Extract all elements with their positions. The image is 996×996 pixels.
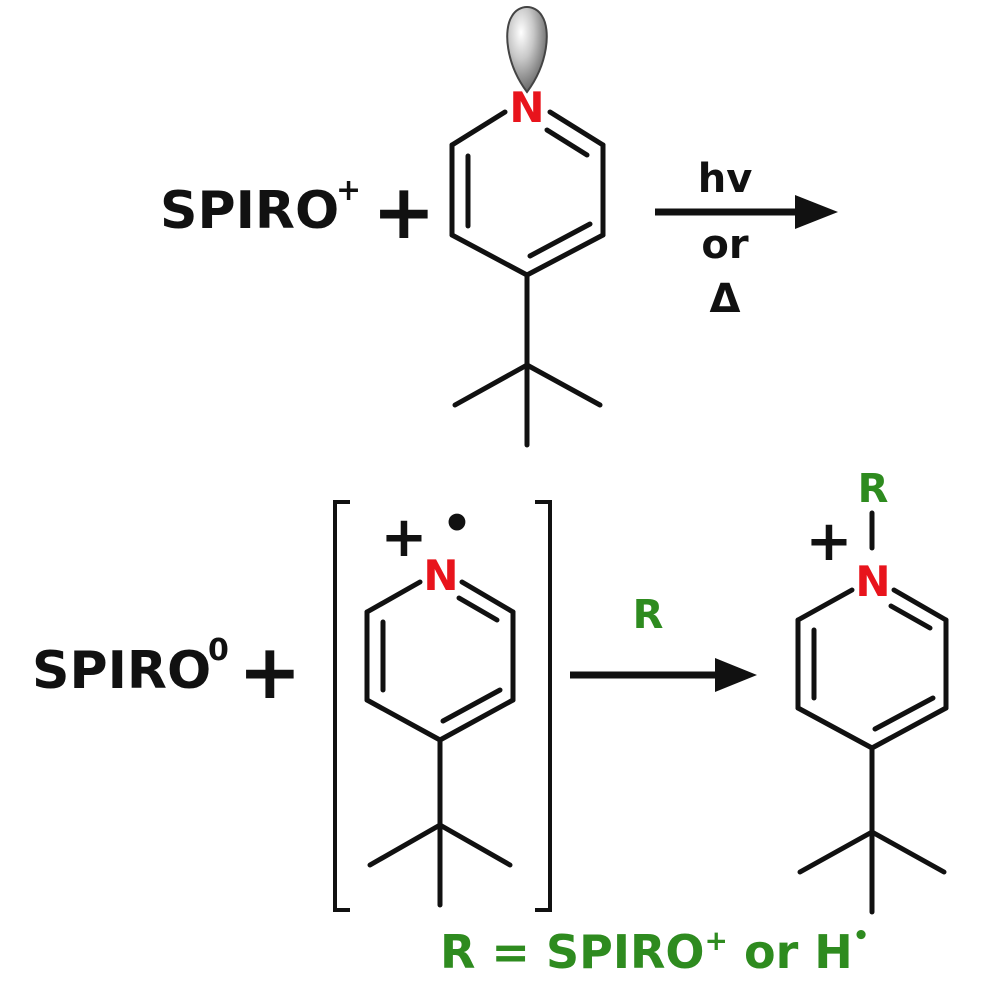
nitrogen-atom-top: N	[509, 83, 544, 132]
pyridine-molecule-top	[449, 109, 606, 448]
condition-light: hv	[698, 156, 753, 202]
reaction-arrowhead-top	[795, 195, 838, 229]
spiro-zero-label: SPIRO	[32, 641, 211, 701]
spiro-zero-charge: 0	[208, 633, 229, 668]
cation-charge-product: +	[806, 509, 853, 574]
footnote: R = SPIRO+ or H•	[440, 921, 869, 979]
substituent-r: R	[858, 466, 889, 512]
reagent-r: R	[633, 592, 664, 638]
pyridine-radical-cation	[364, 579, 516, 908]
footnote-main: R = SPIRO	[440, 925, 704, 979]
pyridinium-product	[795, 510, 949, 915]
nitrogen-atom-intermediate: N	[423, 551, 458, 600]
reaction-arrowhead-bottom	[715, 658, 757, 692]
bracket-left	[333, 500, 350, 912]
footnote-charge: +	[704, 924, 727, 957]
plus-sign-bottom: +	[238, 627, 302, 716]
nitrogen-lone-pair-orbital	[506, 6, 548, 94]
condition-heat: Δ	[710, 276, 741, 322]
footnote-or-h: or H	[728, 925, 853, 979]
radical-dot: •	[442, 496, 473, 552]
footnote-radical: •	[853, 921, 870, 951]
cation-charge-intermediate: +	[381, 505, 428, 570]
spiro-plus-label: SPIRO	[160, 181, 339, 241]
bracket-right	[535, 500, 552, 912]
condition-or: or	[701, 222, 748, 268]
nitrogen-atom-product: N	[855, 557, 890, 606]
spiro-plus-charge: +	[336, 173, 361, 208]
plus-sign-top: +	[372, 167, 436, 256]
